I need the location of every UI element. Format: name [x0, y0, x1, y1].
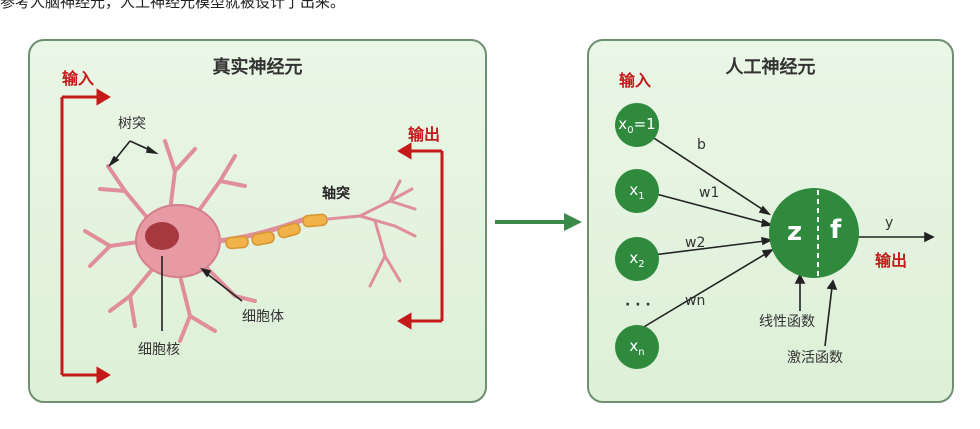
input-nodes	[615, 103, 659, 369]
real-neuron-title: 真实神经元	[212, 57, 303, 78]
input-node-xn: xn	[629, 337, 645, 358]
output-bracket-arrows	[397, 142, 444, 330]
artificial-neuron-title: 人工神经元	[725, 57, 816, 78]
weight-edges	[636, 126, 774, 332]
axon-label: 轴突	[322, 186, 350, 202]
real-neuron-panel: 真实神经元	[28, 39, 487, 403]
weight-label-w2: w2	[685, 235, 706, 251]
input-node-x0: x0=1	[618, 115, 656, 136]
label-pointers	[108, 140, 243, 331]
nucleus-shape	[145, 222, 179, 250]
activation-function-label: 激活函数	[787, 350, 843, 366]
artificial-neuron-panel: 人工神经元	[587, 39, 954, 403]
weight-label-wn: wn	[685, 293, 706, 309]
output-arrow	[851, 231, 935, 243]
input-bracket-arrows	[60, 88, 111, 384]
real-input-label: 输入	[62, 69, 95, 88]
artificial-input-label: 输入	[619, 71, 652, 90]
artificial-neuron-diagram	[615, 103, 935, 369]
real-output-label: 输出	[408, 125, 441, 144]
linear-z-symbol: z	[787, 217, 803, 247]
intro-text: 参考人脑神经元，人工神经元模型就被设计了出来。	[0, 0, 346, 11]
input-ellipsis: · · ·	[625, 297, 651, 313]
input-node-x1: x1	[629, 181, 645, 202]
neuron-node	[769, 188, 859, 278]
dendrite-label: 树突	[118, 116, 146, 132]
artificial-output-label: 输出	[875, 251, 908, 270]
axon-terminals	[326, 179, 417, 288]
linear-function-label: 线性函数	[759, 314, 815, 330]
input-node-x2: x2	[629, 249, 645, 270]
myelin-sheaths	[225, 213, 328, 250]
output-y-label: y	[885, 215, 894, 231]
neuron-illustration	[60, 88, 444, 384]
weight-label-b: b	[697, 137, 706, 153]
cell-body-label: 细胞体	[242, 309, 284, 325]
weight-label-w1: w1	[699, 185, 720, 201]
function-pointers	[794, 273, 838, 347]
nucleus-label: 细胞核	[138, 342, 180, 358]
activation-f-symbol: f	[830, 215, 842, 245]
